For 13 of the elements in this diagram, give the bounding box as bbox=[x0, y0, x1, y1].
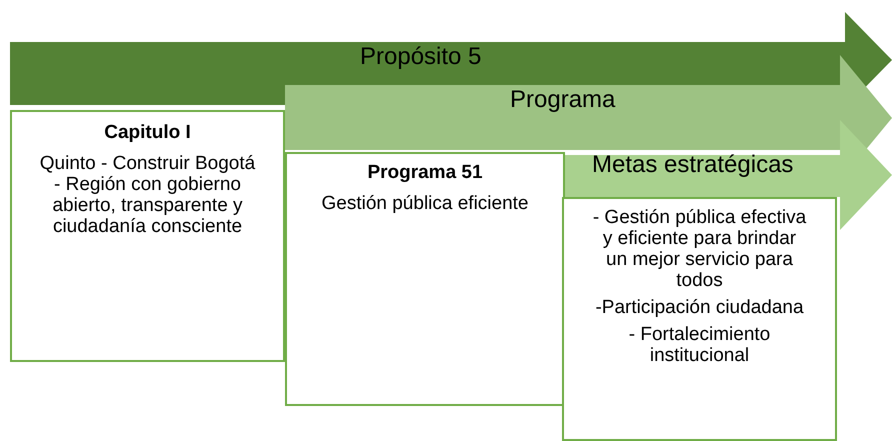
body-text: - Gestión pública efectiva y eficiente para brindar un mejor servicio para todos bbox=[592, 207, 807, 291]
content-box bbox=[285, 152, 565, 406]
content-box bbox=[562, 197, 837, 441]
banner-title: Metas estratégicas bbox=[592, 150, 794, 179]
body-text: - Fortalecimiento institucional bbox=[628, 324, 772, 366]
box-heading: Programa 51 bbox=[366, 162, 484, 183]
body-text: Gestión pública eficiente bbox=[320, 193, 530, 214]
body-text: -Participación ciudadana bbox=[594, 297, 805, 318]
box-heading: Capitulo I bbox=[103, 122, 192, 143]
content-box bbox=[10, 110, 285, 362]
body-text: Quinto - Construir Bogotá - Región con gobierno abierto, transparente y ciudadanía consciente bbox=[38, 153, 256, 237]
banner-title: Propósito 5 bbox=[360, 42, 482, 71]
banner-title: Programa bbox=[510, 86, 616, 114]
